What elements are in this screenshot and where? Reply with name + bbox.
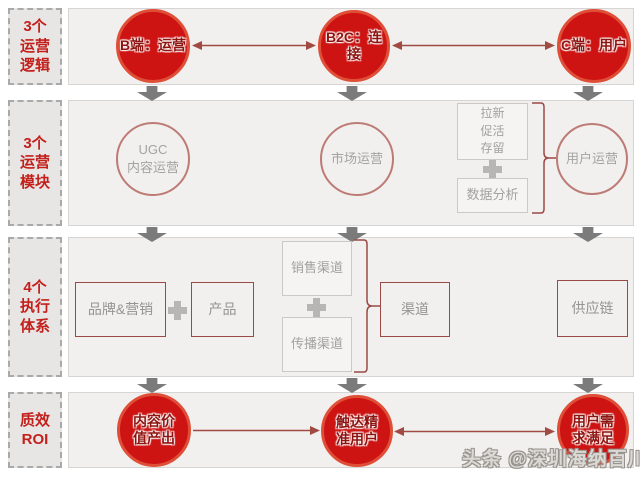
brace-icon	[354, 239, 380, 373]
brace-icon	[532, 102, 556, 214]
plus-icon	[483, 160, 502, 179]
row4-label: 质效 ROI	[8, 392, 62, 468]
box-data-analysis: 数据分析	[457, 178, 528, 213]
row2-label: 3个 运营 模块	[8, 100, 62, 226]
box-communication-channel: 传播渠道	[282, 317, 352, 372]
circle-b-side-operation: B端：运营	[116, 9, 190, 83]
circle-b2c-connection: B2C：连接	[318, 10, 390, 82]
row3-label: 4个 执行 体系	[8, 237, 62, 377]
box-sales-channel: 销售渠道	[282, 241, 352, 296]
plus-icon	[168, 301, 187, 320]
down-arrow-icon	[137, 86, 167, 101]
double-arrow-icon	[192, 41, 316, 50]
box-product: 产品	[191, 282, 254, 337]
double-arrow-icon	[394, 427, 555, 436]
circle-content-value-output: 内容价 值产出	[117, 393, 191, 467]
box-acquisition-activation-retention: 拉新 促活 存留	[457, 103, 528, 160]
box-supply-chain: 供应链	[557, 280, 628, 337]
down-arrow-icon	[573, 378, 603, 393]
down-arrow-icon	[337, 86, 367, 101]
circle-ugc-content-operation: UGC 内容运营	[116, 122, 190, 196]
plus-icon	[307, 298, 326, 317]
circle-user-operation: 用户运营	[556, 123, 628, 195]
circle-user-demand-satisfied: 用户需 求满足	[557, 394, 629, 466]
watermark-toutiao: 头条 @深圳海纳百川	[462, 449, 640, 470]
down-arrow-icon	[337, 378, 367, 393]
right-arrow-icon	[193, 426, 320, 435]
down-arrow-icon	[137, 378, 167, 393]
row1-label: 3个 运营 逻辑	[8, 8, 62, 85]
box-brand-marketing: 品牌&营销	[75, 282, 166, 337]
circle-market-operation: 市场运营	[320, 122, 394, 196]
double-arrow-icon	[392, 41, 555, 50]
box-channel: 渠道	[380, 282, 450, 337]
down-arrow-icon	[573, 86, 603, 101]
circle-reach-precise-users: 触达精 准用户	[321, 395, 393, 467]
circle-c-side-user: C端：用户	[557, 9, 631, 83]
